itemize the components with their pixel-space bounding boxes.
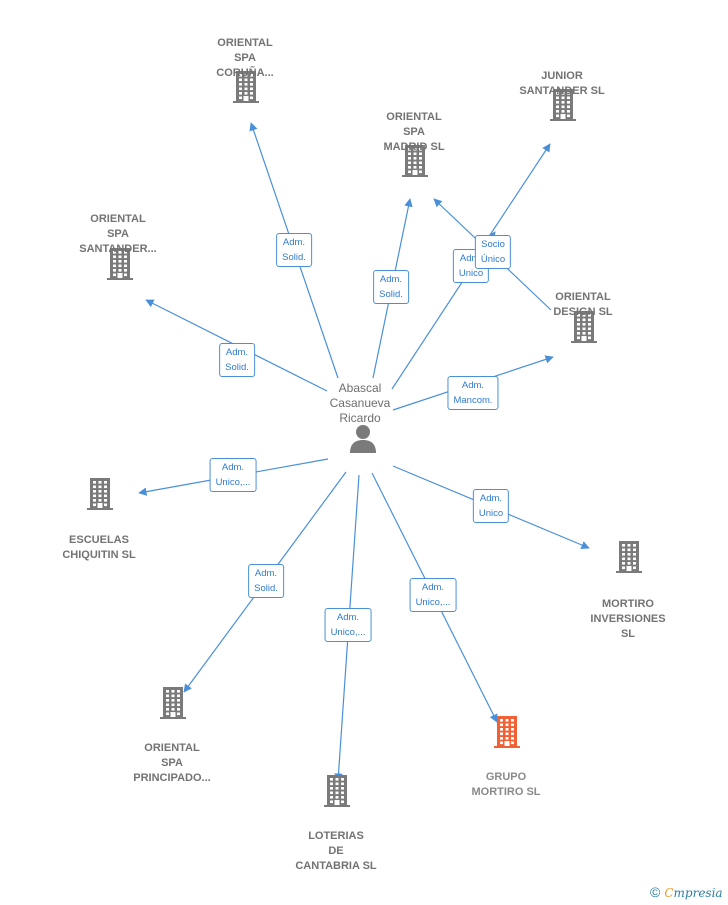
company-name-madrid[interactable]: ORIENTAL SPA MADRID SL — [383, 111, 445, 153]
relation-label-santander[interactable]: Adm. Solid. — [219, 343, 255, 377]
relation-label-madrid[interactable]: Adm. Solid. — [373, 270, 409, 304]
company-name-grupo[interactable]: GRUPO MORTIRO SL — [471, 771, 541, 798]
relation-label-madrid[interactable]: Socio Único — [474, 235, 512, 269]
relation-label-grupo[interactable]: Adm. Unico,... — [409, 578, 457, 612]
company-name-escuelas[interactable]: ESCUELAS CHIQUITIN SL — [62, 534, 136, 561]
copyright-icon: © — [650, 884, 661, 900]
brand-logo-letter: C — [664, 886, 674, 900]
company-name-design[interactable]: ORIENTAL DESIGN SL — [553, 291, 613, 318]
building-icon[interactable] — [84, 475, 116, 511]
company-name-principado[interactable]: ORIENTAL SPA PRINCIPADO... — [133, 742, 211, 784]
company-name-coruna[interactable]: ORIENTAL SPA CORUÑA... — [216, 37, 274, 79]
relation-label-loterias[interactable]: Adm. Unico,... — [324, 608, 372, 642]
relation-label-mortiro_inv[interactable]: Adm. Unico — [472, 489, 510, 523]
building-icon[interactable] — [157, 684, 189, 720]
brand-watermark: ©Cmpresia — [650, 884, 723, 900]
relation-label-escuelas[interactable]: Adm. Unico,... — [209, 458, 257, 492]
building-icon[interactable] — [613, 538, 645, 574]
relation-label-design[interactable]: Adm. Mancom. — [447, 376, 499, 410]
building-icon[interactable] — [568, 308, 600, 344]
building-icon[interactable] — [104, 245, 136, 281]
company-name-santander[interactable]: ORIENTAL SPA SANTANDER... — [79, 213, 157, 255]
building-icon[interactable] — [399, 142, 431, 178]
building-icon[interactable] — [321, 772, 353, 808]
relation-label-design[interactable]: Adm. Unico — [452, 249, 490, 283]
building-icon[interactable] — [230, 68, 262, 104]
brand-name: mpresia — [673, 886, 723, 900]
person-name[interactable]: Abascal Casanueva Ricardo — [329, 381, 391, 425]
company-name-junior[interactable]: JUNIOR SANTANDER SL — [519, 70, 605, 97]
person-icon[interactable] — [347, 422, 379, 454]
relation-edge-junior — [487, 143, 551, 239]
company-name-loterias[interactable]: LOTERIAS DE CANTABRIA SL — [295, 830, 377, 872]
building-icon[interactable] — [547, 86, 579, 122]
company-name-mortiro_inv[interactable]: MORTIRO INVERSIONES SL — [590, 598, 666, 640]
building-icon[interactable] — [491, 713, 523, 749]
relation-label-principado[interactable]: Adm. Solid. — [248, 564, 284, 598]
relation-label-coruna[interactable]: Adm. Solid. — [276, 233, 312, 267]
